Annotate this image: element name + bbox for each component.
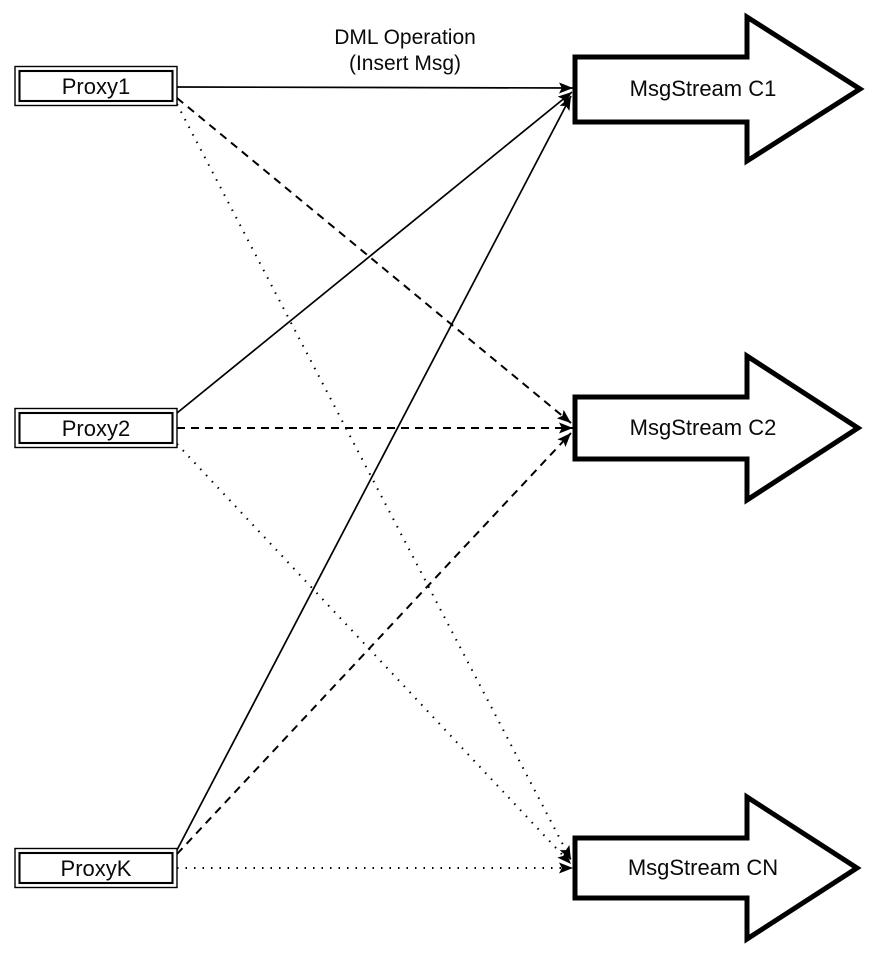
block-arrow-shape (572, 12, 865, 166)
proxy1-node: Proxy1 (14, 65, 178, 107)
msgstream-c1-label: MsgStream C1 (630, 76, 777, 101)
proxyk-node: ProxyK (14, 847, 178, 889)
msgstream-cn-arrow: MsgStream CN (572, 792, 862, 944)
proxy-box-inner (18, 411, 174, 445)
edge-lines (176, 82, 574, 874)
edge-solid-line (176, 91, 573, 414)
proxy1-label: Proxy1 (62, 74, 130, 99)
dml-annotation-line1: DML Operation (334, 26, 476, 49)
msgstream-c2-label: MsgStream C2 (630, 415, 777, 440)
proxy-box-inner (18, 851, 174, 885)
msgstream-c2-arrow: MsgStream C2 (572, 351, 863, 505)
edge-solid-line (176, 95, 572, 851)
msgstream-c1-arrow: MsgStream C1 (572, 12, 865, 166)
edge-dashed-line (176, 432, 572, 855)
edge-dotted-line (176, 103, 572, 861)
proxy2-label: Proxy2 (62, 416, 130, 441)
msgstream-cn-label: MsgStream CN (628, 855, 778, 880)
proxy-box-inner (18, 69, 174, 103)
dml-annotation-line2: (Insert Msg) (349, 52, 461, 75)
block-arrow-shape (572, 792, 862, 944)
block-arrow-shape (572, 351, 863, 505)
edge-solid-line (176, 82, 574, 94)
proxyk-label: ProxyK (61, 856, 132, 881)
proxy2-node: Proxy2 (14, 407, 178, 449)
edge-dashed-line (176, 97, 572, 424)
edge-dotted-line (176, 443, 572, 865)
